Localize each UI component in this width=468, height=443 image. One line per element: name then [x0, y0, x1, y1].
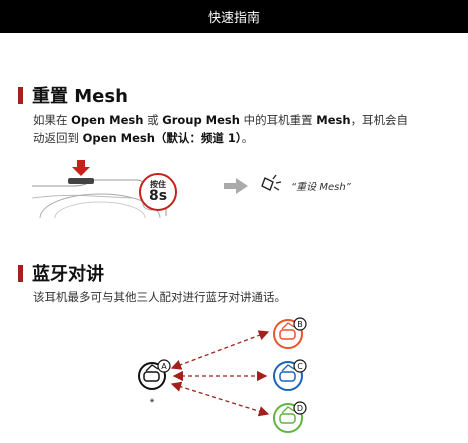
- text-segment: 或: [143, 113, 163, 127]
- bt-intercom-heading: 蓝牙对讲: [18, 260, 104, 286]
- press-arrow-icon: [72, 160, 90, 176]
- section-accent-bar: [18, 86, 23, 104]
- headset-c-letter: C: [297, 362, 303, 371]
- speaker-sound-icon: [261, 174, 282, 191]
- text-segment: Open Mesh: [71, 113, 144, 127]
- link-a-d: [170, 381, 270, 417]
- link-a-b: [170, 330, 270, 370]
- mesh-button: [68, 178, 94, 184]
- bt-intercom-description: 该耳机最多可与其他三人配对进行蓝牙对讲通话。: [33, 290, 286, 304]
- hold-label: 按住: [150, 180, 166, 189]
- reset-mesh-description: 如果在 Open Mesh 或 Group Mesh 中的耳机重置 Mesh，耳…: [33, 111, 443, 147]
- intercom-diagram: A ◈ B C D: [138, 317, 307, 433]
- text-segment: ，耳机会自: [350, 113, 409, 127]
- text-segment: 中的耳机重置: [239, 113, 317, 127]
- headset-b-letter: B: [297, 320, 303, 329]
- text-segment: 。: [241, 131, 254, 145]
- text-segment: Group Mesh: [162, 113, 240, 127]
- reset-mesh-title: 重置 Mesh: [32, 86, 128, 107]
- svg-text:◈: ◈: [150, 397, 155, 404]
- headset-b-icon: B: [273, 317, 307, 349]
- headset-a-icon: A ◈: [138, 359, 171, 404]
- headset-d-icon: D: [273, 401, 307, 433]
- text-segment: Mesh: [316, 113, 351, 127]
- voice-prompt-text: “重设 Mesh”: [291, 182, 351, 193]
- section-accent-bar: [18, 264, 23, 282]
- right-arrow-icon: [224, 178, 248, 194]
- header-title: 快速指南: [207, 11, 260, 26]
- text-segment: Open Mesh（默认：频道 1）: [82, 131, 242, 145]
- headset-c-icon: C: [273, 359, 307, 391]
- hold-timer-badge: 按住 8s: [139, 173, 177, 211]
- text-segment: 如果在: [33, 113, 72, 127]
- text-segment: 动返回到: [33, 131, 83, 145]
- reset-mesh-heading: 重置 Mesh: [18, 82, 128, 108]
- bt-intercom-title: 蓝牙对讲: [32, 264, 104, 285]
- headset-d-letter: D: [297, 404, 303, 413]
- hold-time: 8s: [148, 188, 168, 204]
- headset-a-letter: A: [161, 362, 167, 371]
- top-header: 快速指南: [0, 0, 468, 33]
